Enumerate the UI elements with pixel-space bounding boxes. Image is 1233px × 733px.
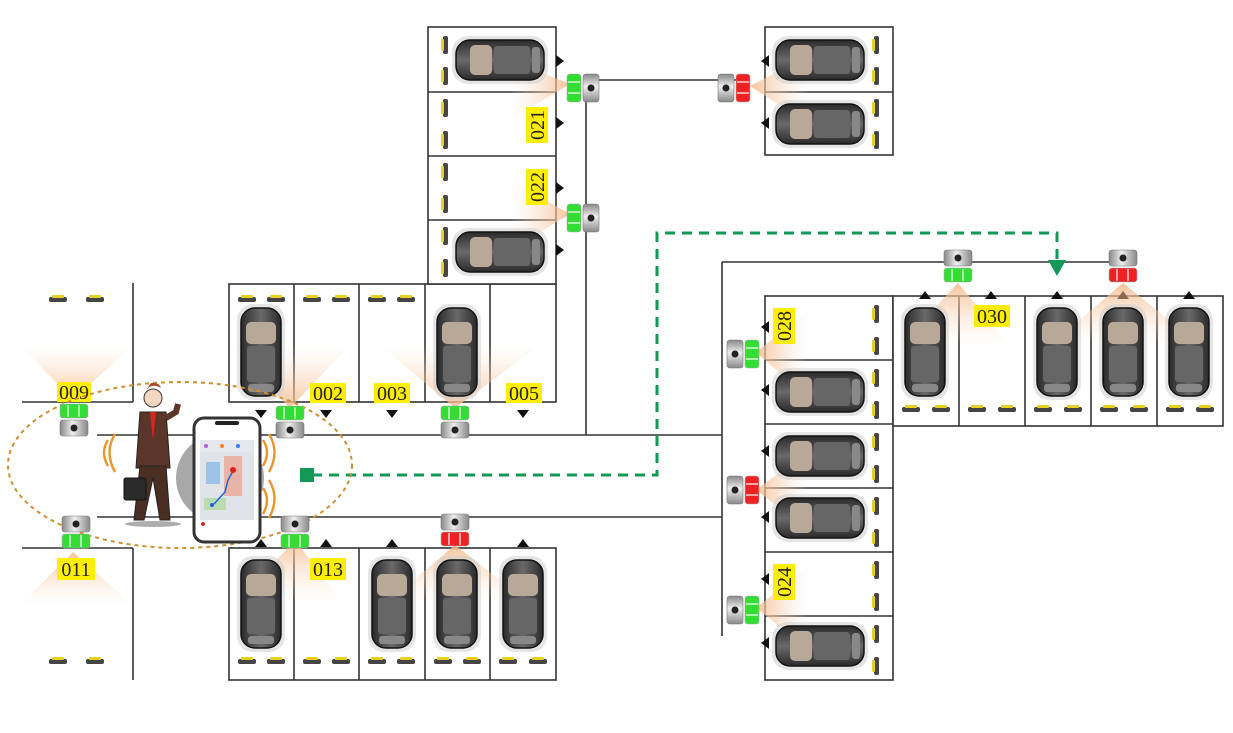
status-light [566, 73, 582, 103]
sensor-026-occupied [726, 475, 760, 505]
slot-label-005: 005 [506, 383, 542, 405]
svg-text:013: 013 [313, 559, 343, 581]
svg-text:028: 028 [774, 311, 796, 341]
slot-label-013: 013 [310, 558, 346, 581]
guidance-route [300, 231, 1066, 482]
sensor-002-vacant [275, 405, 305, 439]
sensor-016-occupied [440, 513, 470, 547]
svg-text:005: 005 [509, 383, 539, 405]
status-light [440, 405, 470, 421]
status-light [275, 405, 305, 421]
phone-route-line [213, 470, 234, 505]
svg-text:002: 002 [313, 383, 343, 405]
status-light [61, 533, 91, 549]
direction-arrows [255, 55, 1195, 649]
sensor-011-vacant [61, 515, 91, 549]
status-light [59, 403, 89, 419]
sensor-030-vacant [943, 249, 973, 283]
sensor-009-vacant [59, 403, 89, 437]
route-destination-arrow-icon [1048, 260, 1066, 276]
status-light [566, 203, 582, 233]
phone-current-location-icon [210, 503, 214, 507]
slot-label-024: 024 [773, 564, 796, 600]
svg-text:024: 024 [774, 567, 796, 597]
svg-text:021: 021 [527, 110, 549, 140]
person-with-phone-icon [123, 382, 181, 527]
sensor-013-vacant [280, 515, 310, 549]
phone-destination-pin-icon [230, 467, 236, 473]
status-light [1108, 267, 1138, 283]
slot-labels: 009 011 002 003 005 013 021 022 028 030 … [57, 107, 1010, 600]
status-light [280, 533, 310, 549]
sensor-024-vacant [726, 595, 760, 625]
slot-label-002: 002 [310, 383, 346, 405]
svg-text:009: 009 [59, 382, 89, 404]
svg-text:003: 003 [377, 383, 407, 405]
svg-text:011: 011 [61, 559, 90, 581]
status-light [440, 531, 470, 547]
slot-label-022: 022 [526, 169, 549, 205]
slot-label-021: 021 [526, 107, 549, 143]
status-light [744, 339, 760, 369]
status-light [744, 595, 760, 625]
slot-label-030: 030 [974, 305, 1010, 328]
sensor-004-vacant [440, 405, 470, 439]
sensor-022-vacant [566, 203, 600, 233]
user-location-zone [7, 381, 353, 549]
status-light [943, 267, 973, 283]
slot-label-028: 028 [773, 308, 796, 344]
sensor-021-vacant [566, 73, 600, 103]
slot-label-009: 009 [57, 382, 91, 404]
status-light [735, 73, 751, 103]
sensor-top-right-occupied [717, 73, 751, 103]
smartphone-navigation-app[interactable] [192, 416, 262, 544]
svg-text:030: 030 [977, 306, 1007, 328]
signal-waves-icon [102, 433, 276, 519]
slot-label-011: 011 [57, 558, 95, 581]
svg-text:022: 022 [527, 172, 549, 202]
status-light [744, 475, 760, 505]
slot-label-003: 003 [374, 383, 410, 405]
route-start-marker [300, 468, 314, 482]
sensor-028-vacant [726, 339, 760, 369]
sensors [59, 73, 1138, 625]
sensor-032-occupied [1108, 249, 1138, 283]
